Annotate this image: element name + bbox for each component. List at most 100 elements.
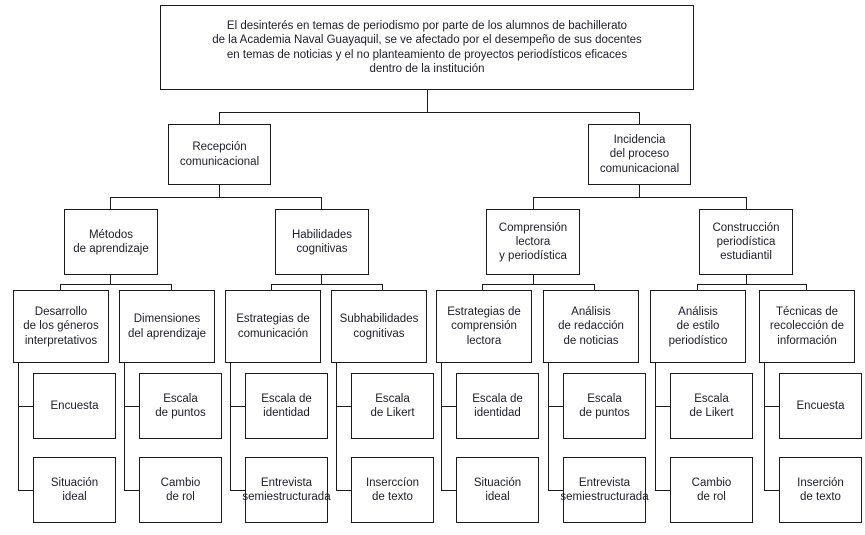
leaf-node-situacion-ideal-2: Situación ideal bbox=[456, 457, 539, 523]
root-node-label: El desinterés en temas de periodismo por… bbox=[212, 20, 642, 75]
level4-node-label: Subhabilidades cognitivas bbox=[339, 313, 419, 340]
connector-l3-0-to-l4-1 bbox=[171, 284, 173, 295]
leaf-node-label: Cambio de rol bbox=[160, 476, 201, 503]
level4-node-subhabilidades-cognitivas: Subhabilidades cognitivas bbox=[331, 290, 427, 363]
leaf-node-label: Cambio de rol bbox=[691, 476, 732, 503]
connector-l4-1-drop bbox=[124, 363, 126, 491]
level4-node-tecnicas-de-recoleccion-de-informacion: Técnicas de recolección de información bbox=[759, 290, 855, 363]
connector-l4-2-stub-a bbox=[230, 406, 246, 408]
leaf-node-entrevista-semiestructurada-2: Entrevista semiestructurada bbox=[560, 457, 649, 523]
connector-root-bus bbox=[219, 112, 640, 114]
connector-l3-3-stem bbox=[746, 274, 748, 285]
leaf-node-label: Escala de Likert bbox=[689, 392, 734, 419]
connector-l3-0-bus bbox=[60, 284, 172, 286]
leaf-node-label: Inserción de texto bbox=[797, 476, 844, 503]
leaf-node-label: Escala de puntos bbox=[579, 392, 630, 419]
level4-node-desarrollo-de-los-generos-interpretativos: Desarrollo de los géneros interpretativo… bbox=[13, 290, 109, 363]
level4-node-label: Análisis de estilo periodístico bbox=[668, 306, 728, 347]
connector-l3-1-to-l4-3 bbox=[382, 284, 384, 295]
connector-l4-5-stub-a bbox=[548, 406, 564, 408]
level3-node-comprension-lectora-y-periodistica: Comprensión lectora y periodística bbox=[486, 209, 580, 275]
connector-l3-0-to-l4-0 bbox=[60, 284, 62, 295]
connector-l3-3-to-l4-6 bbox=[697, 284, 699, 295]
connector-l3-3-to-l4-7 bbox=[806, 284, 808, 295]
connector-l4-7-drop bbox=[764, 363, 766, 491]
connector-l3-1-to-l4-2 bbox=[271, 284, 273, 295]
level2-node-label: Recepción comunicacional bbox=[179, 141, 260, 168]
connector-l2-1-to-l3-3 bbox=[746, 197, 748, 210]
connector-root-to-l2-1 bbox=[639, 112, 641, 125]
connector-l2-0-bus bbox=[110, 197, 322, 199]
connector-l4-3-stub-b bbox=[336, 490, 352, 492]
connector-l4-6-drop bbox=[655, 363, 657, 491]
connector-l3-2-to-l4-4 bbox=[482, 284, 484, 295]
connector-l2-0-to-l3-1 bbox=[321, 197, 323, 210]
leaf-node-label: Situación ideal bbox=[473, 476, 522, 503]
connector-l4-1-stub-b bbox=[124, 490, 139, 492]
level4-node-dimensiones-del-aprendizaje: Dimensiones del aprendizaje bbox=[119, 290, 215, 363]
connector-l4-7-stub-b bbox=[764, 490, 780, 492]
level2-node-incidencia-del-proceso-comunicacional: Incidencia del proceso comunicacional bbox=[588, 124, 691, 185]
leaf-node-label: Escala de puntos bbox=[155, 392, 206, 419]
level4-node-label: Dimensiones del aprendizaje bbox=[127, 313, 206, 340]
leaf-node-escala-de-likert-1: Escala de Likert bbox=[351, 373, 434, 439]
connector-l2-1-stem bbox=[639, 184, 641, 198]
leaf-node-insercion-de-texto-1: Inserccíon de texto bbox=[351, 457, 434, 523]
level4-node-label: Análisis de redacción de noticias bbox=[558, 306, 624, 347]
connector-l4-5-drop bbox=[548, 363, 550, 491]
leaf-node-label: Inserccíon de texto bbox=[365, 476, 420, 503]
level2-node-recepcion-comunicacional: Recepción comunicacional bbox=[168, 124, 271, 185]
connector-l4-5-stub-b bbox=[548, 490, 564, 492]
leaf-node-label: Encuesta bbox=[50, 399, 99, 412]
level3-node-metodos-de-aprendizaje: Métodos de aprendizaje bbox=[64, 209, 158, 275]
connector-l2-1-to-l3-2 bbox=[533, 197, 535, 210]
connector-l4-4-stub-b bbox=[441, 490, 457, 492]
level4-node-estrategias-de-comunicacion: Estrategias de comunicación bbox=[225, 290, 321, 363]
level4-node-label: Estrategias de comprensión lectora bbox=[447, 306, 521, 347]
connector-root-stem bbox=[427, 89, 429, 113]
connector-l4-0-drop bbox=[18, 363, 20, 491]
level3-node-label: Habilidades cognitivas bbox=[291, 228, 353, 255]
level4-node-label: Técnicas de recolección de información bbox=[769, 306, 845, 347]
level4-node-estrategias-de-comprension-lectora: Estrategias de comprensión lectora bbox=[436, 290, 532, 363]
leaf-node-escala-de-likert-2: Escala de Likert bbox=[670, 373, 753, 439]
connector-l4-0-stub-b bbox=[18, 490, 33, 492]
connector-l3-2-to-l4-5 bbox=[594, 284, 596, 295]
leaf-node-escala-de-identidad-1: Escala de identidad bbox=[245, 373, 328, 439]
connector-l4-3-drop bbox=[336, 363, 338, 491]
level4-node-label: Estrategias de comunicación bbox=[236, 313, 310, 340]
connector-l2-0-to-l3-0 bbox=[110, 197, 112, 210]
connector-l4-3-stub-a bbox=[336, 406, 352, 408]
leaf-node-insercion-de-texto-2: Inserción de texto bbox=[779, 457, 862, 523]
level3-node-label: Construcción periodística estudiantil bbox=[712, 221, 780, 262]
connector-l4-7-stub-a bbox=[764, 406, 780, 408]
connector-l3-3-bus bbox=[697, 284, 807, 286]
leaf-node-label: Entrevista semiestructurada bbox=[242, 476, 331, 503]
connector-l3-2-bus bbox=[482, 284, 595, 286]
connector-l4-6-stub-b bbox=[655, 490, 671, 492]
level3-node-habilidades-cognitivas: Habilidades cognitivas bbox=[275, 209, 369, 275]
level3-node-label: Métodos de aprendizaje bbox=[73, 228, 149, 255]
leaf-node-encuesta-1: Encuesta bbox=[33, 373, 116, 439]
leaf-node-label: Escala de identidad bbox=[261, 392, 312, 419]
leaf-node-label: Encuesta bbox=[796, 399, 845, 412]
level4-node-analisis-de-estilo-periodistico: Análisis de estilo periodístico bbox=[650, 290, 746, 363]
level4-node-analisis-de-redaccion-de-noticias: Análisis de redacción de noticias bbox=[543, 290, 639, 363]
leaf-node-situacion-ideal-1: Situación ideal bbox=[33, 457, 116, 523]
connector-l4-2-drop bbox=[230, 363, 232, 491]
leaf-node-label: Situación ideal bbox=[50, 476, 99, 503]
leaf-node-label: Escala de identidad bbox=[472, 392, 523, 419]
connector-l4-4-drop bbox=[441, 363, 443, 491]
connector-l2-0-stem bbox=[219, 184, 221, 198]
level3-node-label: Comprensión lectora y periodística bbox=[498, 221, 568, 262]
connector-l3-1-bus bbox=[271, 284, 383, 286]
leaf-node-entrevista-semiestructurada-1: Entrevista semiestructurada bbox=[242, 457, 331, 523]
root-node: El desinterés en temas de periodismo por… bbox=[160, 5, 694, 90]
leaf-node-escala-de-identidad-2: Escala de identidad bbox=[456, 373, 539, 439]
connector-l2-1-bus bbox=[533, 197, 747, 199]
leaf-node-cambio-de-rol-2: Cambio de rol bbox=[670, 457, 753, 523]
leaf-node-label: Entrevista semiestructurada bbox=[560, 476, 649, 503]
level3-node-construccion-periodistica-estudiantil: Construcción periodística estudiantil bbox=[699, 209, 793, 275]
level2-node-label: Incidencia del proceso comunicacional bbox=[599, 134, 680, 175]
